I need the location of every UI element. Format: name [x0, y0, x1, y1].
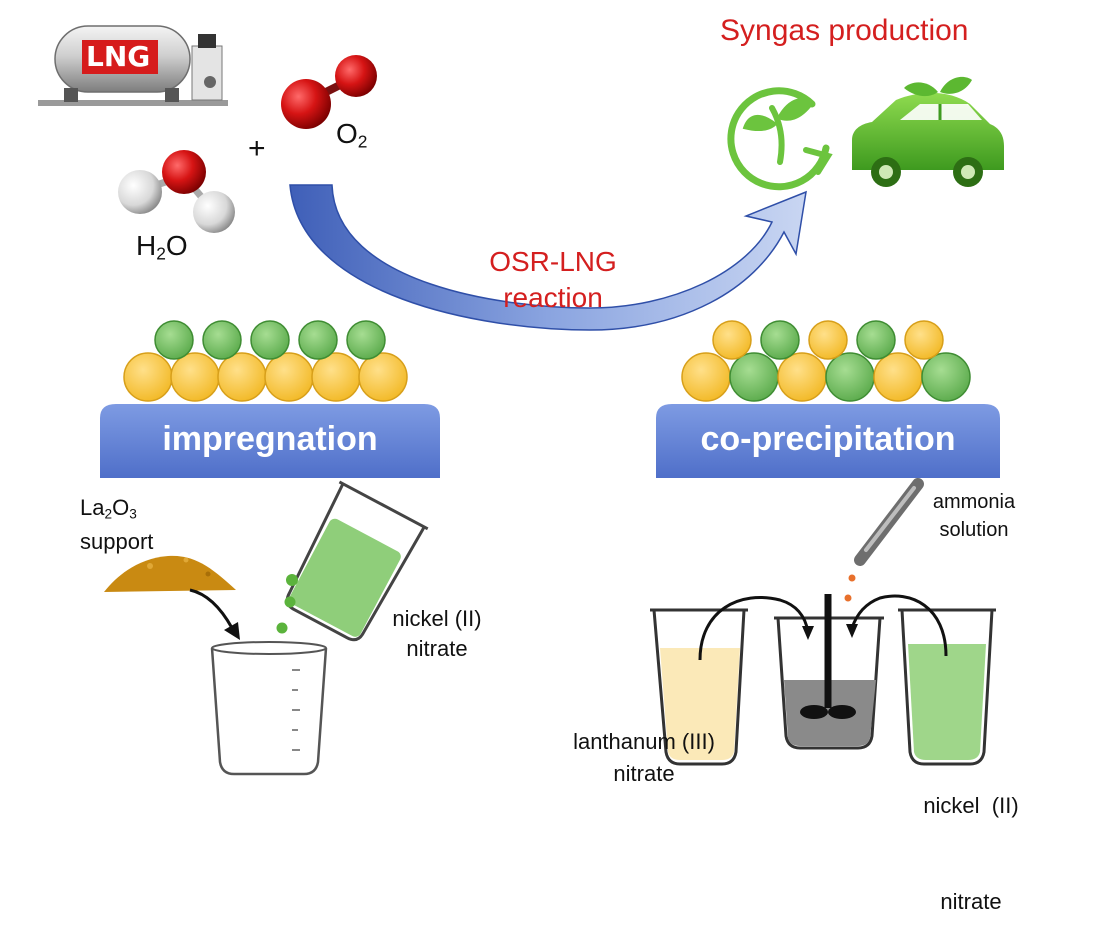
- diagram-artwork: [38, 25, 1004, 776]
- coprecipitation-plate: [656, 404, 1000, 478]
- nickel-particle: [346, 320, 386, 360]
- nickel-precursor-label: nickel (II) nitrate: [906, 726, 1036, 950]
- nickel-droplets: [276, 574, 298, 634]
- reaction-label: OSR-LNG reaction: [468, 244, 638, 316]
- nickel-particle: [760, 320, 800, 360]
- feed-arrow-right: [846, 624, 858, 638]
- transfer-arrow: [189, 588, 240, 640]
- oxygen-formula: O2: [336, 118, 368, 152]
- particles-impregnation: [123, 320, 408, 402]
- ammonia-label-line2: solution: [939, 519, 1009, 541]
- lanthanum-precursor-line1: lanthanum (III): [573, 729, 715, 754]
- support-label: La2O3 support: [80, 494, 153, 556]
- reaction-label-line2: reaction: [503, 282, 603, 313]
- nickel-particle: [250, 320, 290, 360]
- water-molecule-icon: [118, 150, 235, 233]
- impregnation-plate: [100, 404, 440, 478]
- beaker-icon: [210, 641, 328, 776]
- feed-arrow-left: [802, 626, 814, 640]
- lanthanum-particle: [712, 320, 752, 360]
- nickel-particle: [856, 320, 896, 360]
- reaction-label-line1: OSR-LNG: [489, 246, 617, 277]
- method-label-coprecipitation: co-precipitation: [700, 420, 956, 458]
- impregnation-precursor-label: nickel (II) nitrate: [374, 604, 500, 664]
- dropper-icon: [844, 478, 924, 602]
- beaker-icon: [285, 480, 429, 642]
- support-particle: [217, 352, 267, 402]
- support-particle: [358, 352, 408, 402]
- nickel-precursor-line1: nickel (II): [923, 793, 1019, 818]
- stirrer-icon: [800, 594, 856, 719]
- nickel-particle: [729, 352, 779, 402]
- lanthanum-precursor-line2: nitrate: [613, 761, 675, 786]
- impregnation-precursor-line2: nitrate: [406, 636, 468, 661]
- eco-sprout-icon: [727, 87, 833, 191]
- lanthanum-particle: [777, 352, 827, 402]
- support-particle: [311, 352, 361, 402]
- water-formula: H2O: [136, 230, 188, 264]
- page-title: Syngas production: [720, 14, 969, 47]
- particles-coprecipitation: [681, 320, 971, 402]
- eco-car-icon: [852, 76, 1004, 187]
- beaker-icon: [650, 608, 748, 766]
- lanthanum-particle: [904, 320, 944, 360]
- nickel-particle: [154, 320, 194, 360]
- method-label-impregnation: impregnation: [162, 420, 378, 458]
- ammonia-label-line1: ammonia: [932, 491, 1016, 513]
- support-caption: support: [80, 529, 154, 555]
- reaction-arrow: [289, 184, 807, 331]
- lanthanum-particle: [681, 352, 731, 402]
- lanthanum-particle: [873, 352, 923, 402]
- nickel-precursor-line2: nitrate: [940, 889, 1002, 914]
- lanthanum-precursor-label: lanthanum (III) nitrate: [552, 726, 736, 790]
- lanthanum-particle: [808, 320, 848, 360]
- support-formula: La2O3: [80, 495, 137, 522]
- support-powder-pile: [104, 555, 236, 592]
- tank-label: LNG: [86, 40, 151, 73]
- feed-tubes: [698, 594, 948, 661]
- beaker-icon: [898, 608, 996, 766]
- ammonia-label: ammonia solution: [918, 488, 1030, 544]
- support-particle: [123, 352, 173, 402]
- nickel-particle: [298, 320, 338, 360]
- support-particle: [170, 352, 220, 402]
- nickel-particle: [825, 352, 875, 402]
- oxygen-molecule-icon: [281, 55, 377, 129]
- impregnation-precursor-line1: nickel (II): [392, 606, 482, 631]
- lng-tank-icon: [38, 25, 228, 106]
- plus-sign: +: [248, 132, 266, 165]
- support-particle: [264, 352, 314, 402]
- nickel-particle: [202, 320, 242, 360]
- diagram-canvas: Syngas production LNG + O2 H2O OSR-LNG r…: [38, 14, 1030, 914]
- nickel-particle: [921, 352, 971, 402]
